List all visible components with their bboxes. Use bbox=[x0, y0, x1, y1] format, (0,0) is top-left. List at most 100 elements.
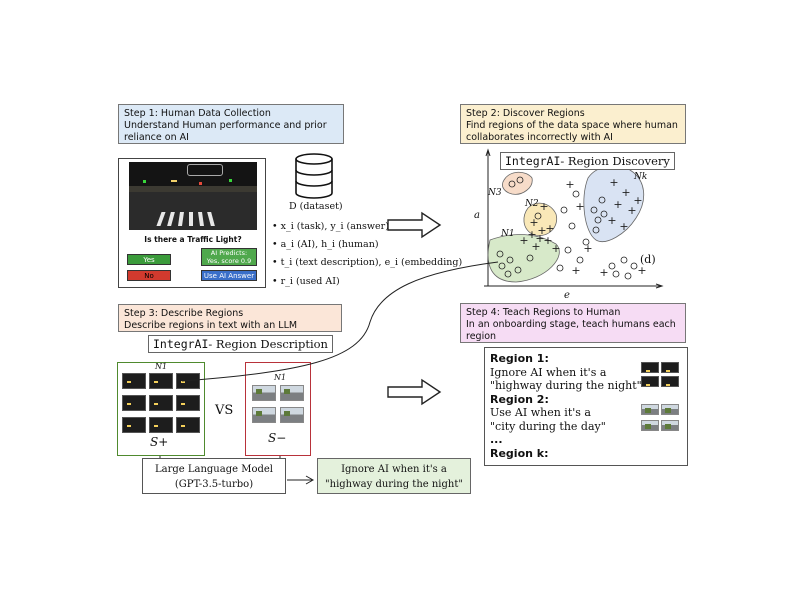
thumb-splus-2 bbox=[149, 373, 173, 389]
bullet-3: • t_i (text description), e_i (embedding… bbox=[272, 257, 463, 268]
use-ai-answer-button[interactable]: Use AI Answer bbox=[201, 270, 257, 281]
region2-line2: "city during the day" bbox=[490, 419, 606, 433]
step4-header: Step 4: Teach Regions to Human In an onb… bbox=[460, 303, 686, 343]
region1-line2: "highway during the night" bbox=[490, 379, 642, 392]
svg-text:+: + bbox=[583, 242, 592, 255]
regionk-title: Region k: bbox=[490, 446, 549, 460]
step1-desc-line1: Understand Human performance and prior bbox=[124, 120, 327, 131]
step2-title: Step 2: Discover Regions bbox=[466, 108, 585, 119]
llm-output-line1: Ignore AI when it's a bbox=[341, 464, 447, 475]
ai-predicts-label: AI Predicts: bbox=[210, 249, 248, 257]
arrow-step3-to-step4 bbox=[387, 378, 442, 406]
svg-text:+: + bbox=[535, 232, 544, 245]
step1-title: Step 1: Human Data Collection bbox=[124, 108, 271, 119]
llm-line2: (GPT-3.5-turbo) bbox=[174, 479, 254, 490]
thumb-sminus-3 bbox=[252, 407, 276, 423]
region-label-n2: N2 bbox=[525, 199, 539, 209]
step1-header: Step 1: Human Data Collection Understand… bbox=[118, 104, 344, 144]
vs-label: VS bbox=[215, 403, 234, 418]
svg-text:+: + bbox=[621, 186, 630, 199]
thumb-splus-8 bbox=[149, 417, 173, 433]
step2-header: Step 2: Discover Regions Find regions of… bbox=[460, 104, 686, 144]
svg-text:+: + bbox=[637, 264, 646, 277]
region2-line1: Use AI when it's a bbox=[490, 406, 591, 419]
discovery-title: IntegrAI- Region Discovery bbox=[500, 152, 675, 170]
svg-text:+: + bbox=[551, 242, 560, 255]
teach-thumb-day-1 bbox=[641, 404, 659, 415]
region-label-n1: N1 bbox=[501, 229, 515, 239]
svg-text:+: + bbox=[571, 264, 580, 277]
thumb-sminus-2 bbox=[280, 385, 304, 401]
axis-x-label: e bbox=[564, 290, 570, 301]
thumb-sminus-4 bbox=[280, 407, 304, 423]
traffic-night-image bbox=[129, 162, 257, 230]
bullet-1-text: x_i (task), y_i (answer) bbox=[280, 221, 389, 232]
teach-thumb-night-1 bbox=[641, 362, 659, 373]
s-plus-panel: N1 S+ bbox=[117, 362, 205, 456]
svg-text:+: + bbox=[599, 266, 608, 279]
no-button[interactable]: No bbox=[127, 270, 171, 281]
dataset-label: D (dataset) bbox=[289, 201, 343, 212]
thumb-splus-9 bbox=[176, 417, 200, 433]
region-discovery-plot: +++ +++ +++ +++ +++ +++ +++ ++ bbox=[484, 148, 664, 289]
thumb-splus-7 bbox=[122, 417, 146, 433]
svg-text:+: + bbox=[531, 240, 540, 253]
step4-desc-line1: In an onboarding stage, teach humans eac… bbox=[466, 319, 676, 330]
region1-line1: Ignore AI when it's a bbox=[490, 365, 607, 379]
svg-text:+: + bbox=[619, 220, 628, 233]
llm-output-line2: "highway during the night" bbox=[325, 479, 463, 490]
description-title-rest: - Region Description bbox=[208, 337, 328, 351]
svg-text:+: + bbox=[565, 178, 574, 191]
plot-mark-d: (d) bbox=[640, 253, 656, 266]
step3-desc-line1: Describe regions in text with an LLM bbox=[124, 320, 298, 331]
bullet-2-text: a_i (AI), h_i (human) bbox=[280, 239, 379, 250]
svg-text:+: + bbox=[543, 234, 552, 247]
region-ellipsis: ... bbox=[490, 433, 503, 446]
teach-thumb-night-2 bbox=[661, 362, 679, 373]
llm-line1: Large Language Model bbox=[154, 464, 273, 475]
step2-desc-line1: Find regions of the data space where hum… bbox=[466, 120, 678, 131]
thumb-splus-5 bbox=[149, 395, 173, 411]
thumb-splus-1 bbox=[122, 373, 146, 389]
thumb-splus-4 bbox=[122, 395, 146, 411]
svg-text:+: + bbox=[609, 176, 618, 189]
axis-y-label: a bbox=[474, 210, 480, 221]
discovery-title-rest: - Region Discovery bbox=[560, 154, 670, 168]
llm-output-box: Ignore AI when it's a "highway during th… bbox=[317, 458, 471, 494]
svg-text:+: + bbox=[527, 228, 536, 241]
bullet-1: • x_i (task), y_i (answer) bbox=[272, 221, 389, 232]
teach-thumb-day-4 bbox=[661, 420, 679, 431]
step4-desc-line2: region bbox=[466, 331, 497, 342]
step2-desc-line2: collaborates incorrectly with AI bbox=[466, 132, 613, 143]
bullet-4: • r_i (used AI) bbox=[272, 276, 340, 287]
svg-text:+: + bbox=[613, 198, 622, 211]
thumb-splus-6 bbox=[176, 395, 200, 411]
svg-text:+: + bbox=[627, 204, 636, 217]
bullet-2: • a_i (AI), h_i (human) bbox=[272, 239, 379, 250]
s-minus-n1-label: N1 bbox=[274, 373, 287, 382]
ai-prediction-box: AI Predicts: Yes, score 0.9 bbox=[201, 248, 257, 266]
yes-button[interactable]: Yes bbox=[127, 254, 171, 265]
step3-title: Step 3: Describe Regions bbox=[124, 308, 244, 319]
step4-title: Step 4: Teach Regions to Human bbox=[466, 307, 621, 318]
teach-thumb-day-3 bbox=[641, 420, 659, 431]
svg-text:+: + bbox=[519, 234, 528, 247]
arrow-step1-to-step2 bbox=[387, 211, 442, 239]
svg-text:+: + bbox=[575, 200, 584, 213]
teach-regions-panel: Region 1: Ignore AI when it's a "highway… bbox=[484, 347, 688, 466]
step3-header: Step 3: Describe Regions Describe region… bbox=[118, 304, 342, 332]
svg-text:+: + bbox=[607, 214, 616, 227]
step1-desc-line2: reliance on AI bbox=[124, 132, 189, 143]
task-ui-panel: Is there a Traffic Light? Yes No AI Pred… bbox=[118, 158, 266, 288]
region-label-nk: Nk bbox=[634, 172, 648, 182]
svg-text:+: + bbox=[539, 200, 548, 213]
svg-text:+: + bbox=[545, 222, 554, 235]
database-icon bbox=[295, 153, 333, 199]
task-question: Is there a Traffic Light? bbox=[144, 235, 242, 244]
svg-text:+: + bbox=[633, 194, 642, 207]
thumb-sminus-1 bbox=[252, 385, 276, 401]
region-label-n3: N3 bbox=[488, 188, 502, 198]
region1-title: Region 1: bbox=[490, 352, 549, 365]
svg-text:+: + bbox=[537, 224, 546, 237]
teach-thumb-day-2 bbox=[661, 404, 679, 415]
